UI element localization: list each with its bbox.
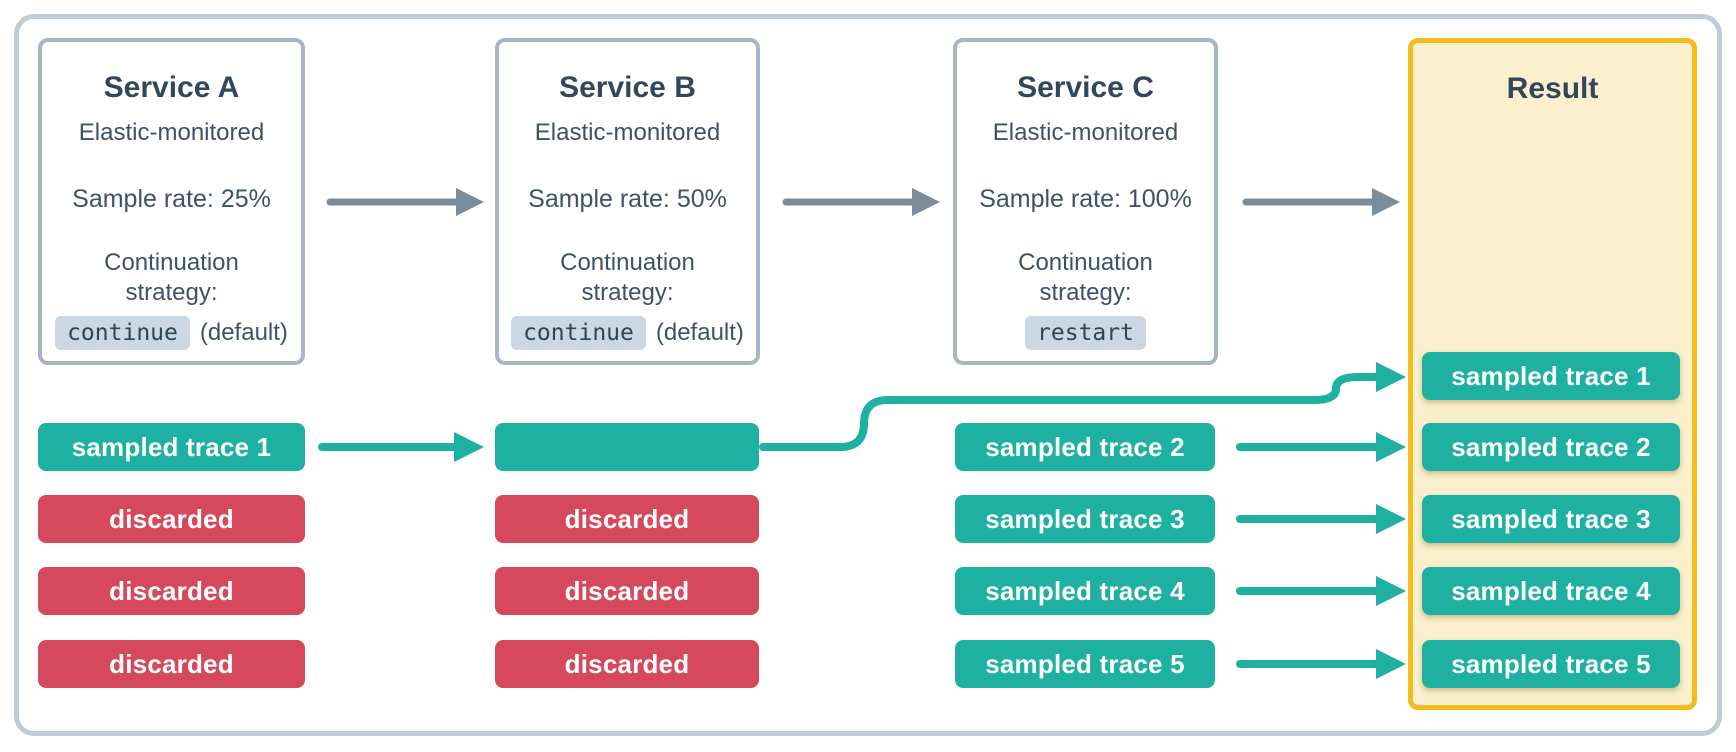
service-c-strategy-label: Continuation strategy: bbox=[1018, 249, 1153, 306]
result-pill-3: sampled trace 3 bbox=[1422, 495, 1680, 543]
service-c-sample-rate: Sample rate: 100% bbox=[979, 185, 1192, 213]
trace-pill-a3: discarded bbox=[38, 567, 305, 615]
service-b-strategy-row: continue (default) bbox=[511, 316, 744, 350]
service-b-strategy-note: (default) bbox=[655, 319, 744, 346]
service-b-title: Service B bbox=[559, 71, 696, 104]
service-a-title: Service A bbox=[103, 71, 240, 104]
service-a-strategy-chip: continue bbox=[55, 316, 190, 350]
trace-pill-b4: discarded bbox=[495, 640, 759, 688]
trace-pill-c2: sampled trace 3 bbox=[955, 495, 1215, 543]
result-pill-5: sampled trace 5 bbox=[1422, 640, 1680, 688]
trace-pill-b1 bbox=[495, 423, 759, 471]
result-pill-4: sampled trace 4 bbox=[1422, 567, 1680, 615]
trace-pill-c3: sampled trace 4 bbox=[955, 567, 1215, 615]
trace-pill-a1: sampled trace 1 bbox=[38, 423, 305, 471]
trace-pill-c4: sampled trace 5 bbox=[955, 640, 1215, 688]
service-a-box: Service A Elastic-monitored Sample rate:… bbox=[38, 38, 305, 365]
result-pill-2: sampled trace 2 bbox=[1422, 423, 1680, 471]
result-title: Result bbox=[1506, 72, 1599, 105]
service-c-title: Service C bbox=[1017, 71, 1154, 104]
service-a-strategy-label: Continuation strategy: bbox=[104, 249, 239, 306]
trace-pill-b3: discarded bbox=[495, 567, 759, 615]
service-b-strategy-label: Continuation strategy: bbox=[560, 249, 695, 306]
service-a-subtitle: Elastic-monitored bbox=[78, 119, 265, 146]
service-b-subtitle: Elastic-monitored bbox=[534, 119, 721, 146]
diagram-frame bbox=[14, 14, 1722, 736]
trace-pill-b2: discarded bbox=[495, 495, 759, 543]
service-b-strategy-chip: continue bbox=[511, 316, 646, 350]
service-c-strategy-row: restart bbox=[1025, 316, 1146, 350]
service-a-strategy-row: continue (default) bbox=[55, 316, 288, 350]
result-pill-1: sampled trace 1 bbox=[1422, 352, 1680, 400]
service-c-box: Service C Elastic-monitored Sample rate:… bbox=[953, 38, 1218, 365]
service-b-box: Service B Elastic-monitored Sample rate:… bbox=[495, 38, 760, 365]
service-a-strategy-note: (default) bbox=[199, 319, 288, 346]
service-c-strategy-chip: restart bbox=[1025, 316, 1146, 350]
service-b-sample-rate: Sample rate: 50% bbox=[528, 185, 727, 213]
trace-pill-c1: sampled trace 2 bbox=[955, 423, 1215, 471]
service-c-subtitle: Elastic-monitored bbox=[992, 119, 1179, 146]
trace-pill-a2: discarded bbox=[38, 495, 305, 543]
service-a-sample-rate: Sample rate: 25% bbox=[72, 185, 271, 213]
trace-pill-a4: discarded bbox=[38, 640, 305, 688]
